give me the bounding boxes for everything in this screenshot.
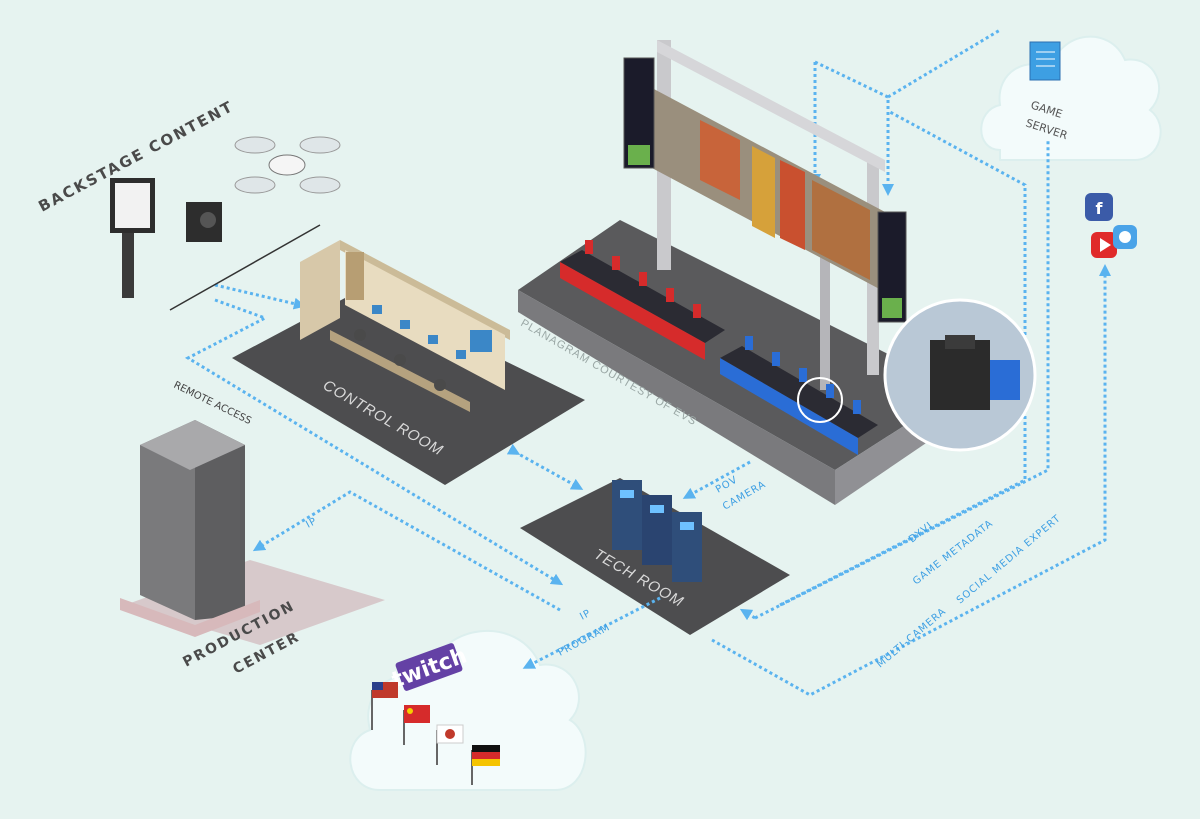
flow-label-multi-camera: MULTI-CAMERA — [875, 606, 949, 670]
camera-highlight-ring — [797, 377, 843, 423]
flow-lines — [184, 28, 1111, 697]
stage-front — [518, 290, 835, 505]
flow-label-dyvi: DYVI — [907, 520, 935, 545]
remote-access-label: REMOTE ACCESS — [172, 380, 253, 427]
facebook-icon: f — [1085, 193, 1113, 221]
backstage-divider — [169, 224, 321, 311]
production-center-building — [120, 420, 260, 637]
tech-room-servers — [612, 480, 702, 582]
flow-label-pov: POV — [714, 474, 740, 495]
drone-icon — [234, 136, 341, 194]
twitch-cloud — [349, 630, 587, 791]
flow-label-social-media-expert: SOCIAL MEDIA EXPERT — [955, 513, 1063, 606]
usa-flag-icon — [371, 682, 398, 730]
flow-label-ip-bottom: IP — [578, 608, 593, 623]
germany-flag-icon — [471, 745, 500, 785]
svg-text:f: f — [1096, 199, 1104, 218]
twitter-icon — [1113, 225, 1137, 249]
china-flag-icon — [403, 705, 430, 745]
korea-flag-icon — [436, 724, 464, 765]
main-video-wall — [652, 88, 900, 300]
right-scoreboard — [877, 211, 907, 323]
flow-label-program: PROGRAM — [556, 622, 612, 659]
control-room — [300, 240, 510, 412]
action-camera-icon — [186, 202, 222, 242]
team-red-desks — [560, 240, 725, 360]
youtube-icon — [1091, 232, 1117, 258]
gimbal-phone-icon — [110, 178, 155, 298]
game-server-cloud — [980, 35, 1162, 161]
document-icon — [1029, 41, 1061, 81]
control-room-floor — [232, 290, 585, 485]
pov-camera-zoom — [883, 298, 1037, 452]
left-scoreboard — [623, 57, 655, 169]
flow-label-ip-left: IP — [304, 516, 319, 531]
